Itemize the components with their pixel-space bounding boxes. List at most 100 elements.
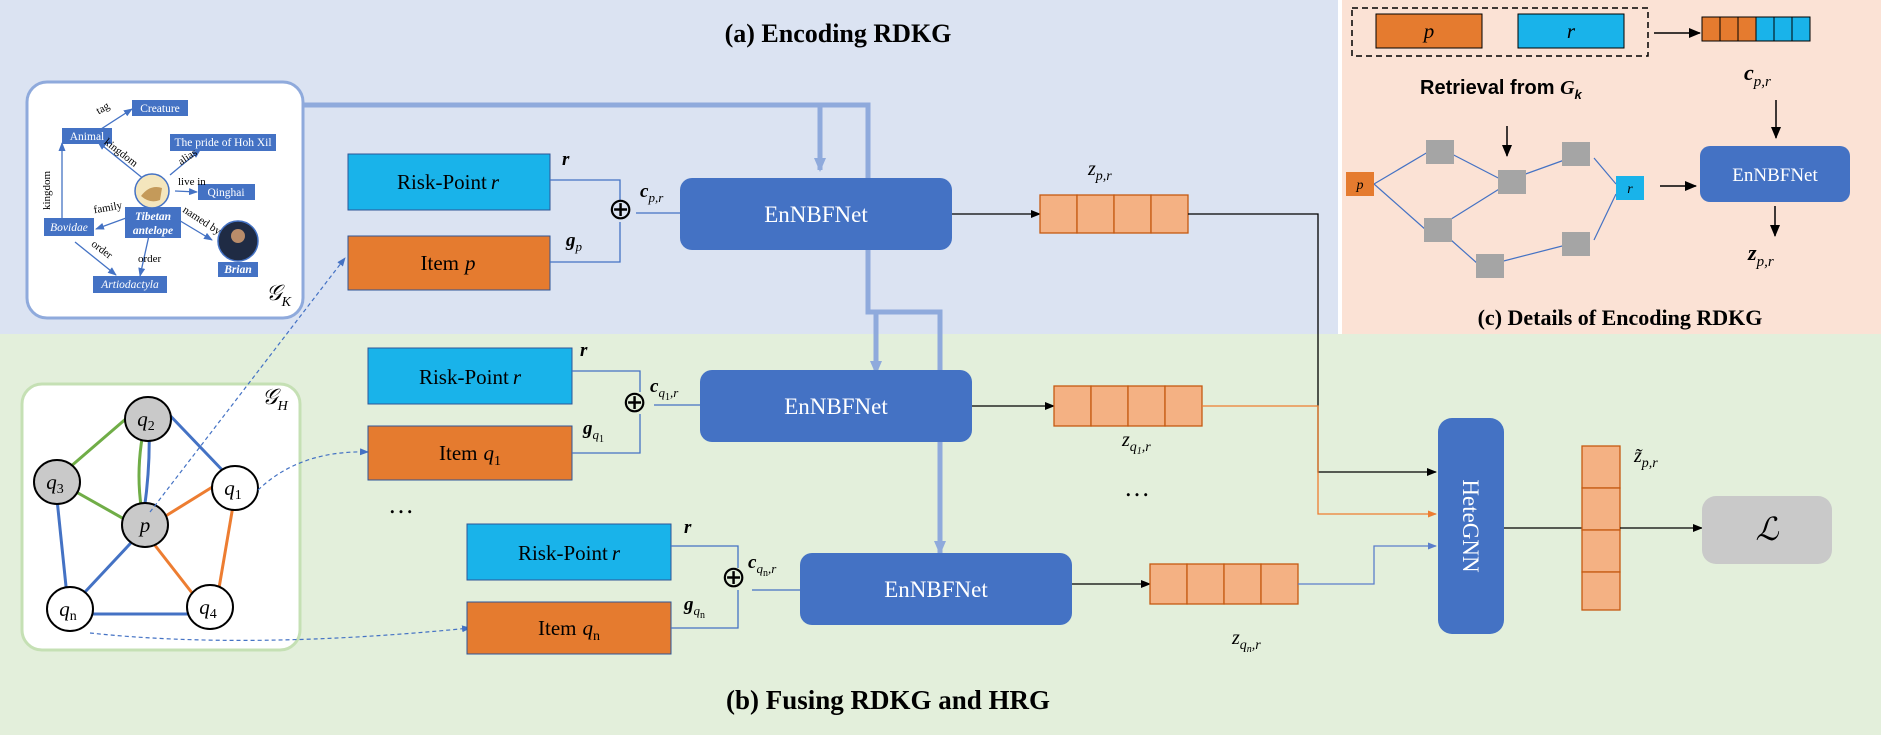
hrg-node-qn-shape <box>46 586 94 632</box>
kg-label-order-2: order <box>138 253 162 265</box>
detail-path-r-box <box>1616 176 1644 200</box>
ennbfnet-module-bn <box>800 553 1072 625</box>
embedding-bn <box>1149 563 1299 605</box>
retrieval-label: Retrieval from Gk <box>1420 77 1583 102</box>
hrg-node-p-shape <box>121 502 169 548</box>
hrg-node-q4-label: q4 <box>199 595 217 622</box>
c-label-bn: cqn,r <box>748 552 777 579</box>
hetegnn-module <box>1438 418 1504 634</box>
g-label-b1: gq1 <box>582 418 604 445</box>
embedding-a-to-hetegnn <box>1188 213 1437 476</box>
hrg-node-q4-shape <box>186 584 234 630</box>
retrieval-dashed-frame <box>1351 7 1649 57</box>
embedding-b1 <box>1053 385 1203 427</box>
z-label-b1: zq1,r <box>1121 429 1151 457</box>
kg-edge-kingdom-1 <box>97 141 146 181</box>
detail-path-p-label: p <box>1356 178 1364 193</box>
hrg-node-q3-label: q3 <box>46 470 64 497</box>
kg-edge-live-in <box>174 188 198 196</box>
fusion-section: HeteGNN z̃p,r ℒ <box>1438 418 1832 634</box>
kg-node-tibetan-line1: Tibetan <box>135 211 171 223</box>
kg-node-brian: Brian <box>223 264 252 276</box>
ennbfnet-module-a <box>680 178 952 250</box>
r-vec-label-b1: r <box>580 340 588 361</box>
brian-face <box>231 229 245 243</box>
kg-graph-label: 𝒢K <box>266 280 292 310</box>
kg-edge-order-1 <box>74 241 117 276</box>
fuse-symbol-a: ⊕ <box>608 193 633 226</box>
panel-c-title: (c) Details of Encoding RDKG <box>1478 305 1763 330</box>
item-to-fuse-a <box>550 222 621 263</box>
item-box-a <box>347 235 551 291</box>
fuse-symbol-bn: ⊕ <box>721 561 746 594</box>
risk-to-fuse-a <box>550 179 621 200</box>
kg-node-bovidae: Bovidae <box>50 222 88 234</box>
kg-label-kingdom-2: kingdom <box>41 170 53 210</box>
kg-label-family: family <box>93 199 124 216</box>
concat-vector <box>1701 16 1811 42</box>
fused-embedding <box>1581 445 1621 611</box>
dashed-link-q1 <box>257 448 369 491</box>
dashed-link-qn <box>89 625 471 642</box>
z-tilde-label: z̃p,r <box>1633 445 1658 471</box>
detail-c-label: cp,r <box>1744 60 1771 90</box>
kg-label-live-in: live in <box>178 176 206 188</box>
detail-p-box <box>1375 13 1483 49</box>
kg-node-animal: Animal <box>70 131 105 143</box>
knowledge-graph-inset: Animal Creature The pride of Hoh Xil Qin… <box>25 80 305 320</box>
hrg-node-qn-label: qn <box>59 597 77 624</box>
detail-r-label: r <box>1567 19 1576 43</box>
loss-label: ℒ <box>1755 511 1779 547</box>
panel-b-title: (b) Fusing RDKG and HRG <box>726 685 1050 715</box>
z-label-bn: zqn,r <box>1231 627 1261 655</box>
c-label-a: cp,r <box>640 181 664 205</box>
detail-p-label: p <box>1422 19 1435 43</box>
ennbfnet-module-b1 <box>700 370 972 442</box>
ellipsis-right: … <box>1124 473 1150 502</box>
big-arrow-branch-a <box>820 102 871 178</box>
r-vec-label-a: r <box>562 149 570 170</box>
hrg-graph-label: 𝒢H <box>262 384 289 414</box>
risk-point-box-a <box>347 153 551 211</box>
ennbfnet-label-b1: EnNBFNet <box>784 394 888 419</box>
g-label-bn: gqn <box>683 594 705 621</box>
embedding-a <box>1039 194 1189 234</box>
detail-ennbfnet-label: EnNBFNet <box>1732 165 1818 186</box>
ellipsis-left: … <box>388 490 414 519</box>
hrg-node-q2-shape <box>124 396 172 442</box>
hrg-node-q1-shape <box>211 465 259 511</box>
detail-z-label: zp,r <box>1747 240 1774 270</box>
big-arrow-branch-b1 <box>868 309 943 370</box>
risk-point-box-bn <box>466 523 672 581</box>
ennbfnet-label-bn: EnNBFNet <box>884 577 988 602</box>
risk-point-box-b1 <box>367 347 573 405</box>
kg-node-pride: The pride of Hoh Xil <box>174 137 271 149</box>
hrg-node-q2-label: q2 <box>137 407 155 434</box>
hrg-inset: q2 q3 p q1 qn q4 𝒢H <box>20 382 302 652</box>
panel-c-details: p r Retrieval from Gk cp,r p r <box>1346 7 1850 278</box>
c-label-b1: cq1,r <box>650 376 679 403</box>
z-label-a: zp,r <box>1087 158 1112 184</box>
hrg-node-q1-label: q1 <box>224 476 242 503</box>
r-vec-label-bn: r <box>684 517 692 538</box>
kg-node-creature: Creature <box>140 103 180 115</box>
risk-to-fuse-b1 <box>572 370 641 392</box>
item-to-fuse-bn <box>671 590 739 629</box>
antelope-shape <box>141 187 162 202</box>
detail-path-r-label: r <box>1627 182 1633 197</box>
detail-path-nodes <box>1424 140 1590 278</box>
loss-box <box>1702 496 1832 564</box>
detail-r-box <box>1517 13 1625 49</box>
fuse-symbol-b1: ⊕ <box>622 386 647 419</box>
panel-a-title: (a) Encoding RDKG <box>725 19 952 48</box>
kg-node-artiodactyla: Artiodactyla <box>100 279 159 291</box>
